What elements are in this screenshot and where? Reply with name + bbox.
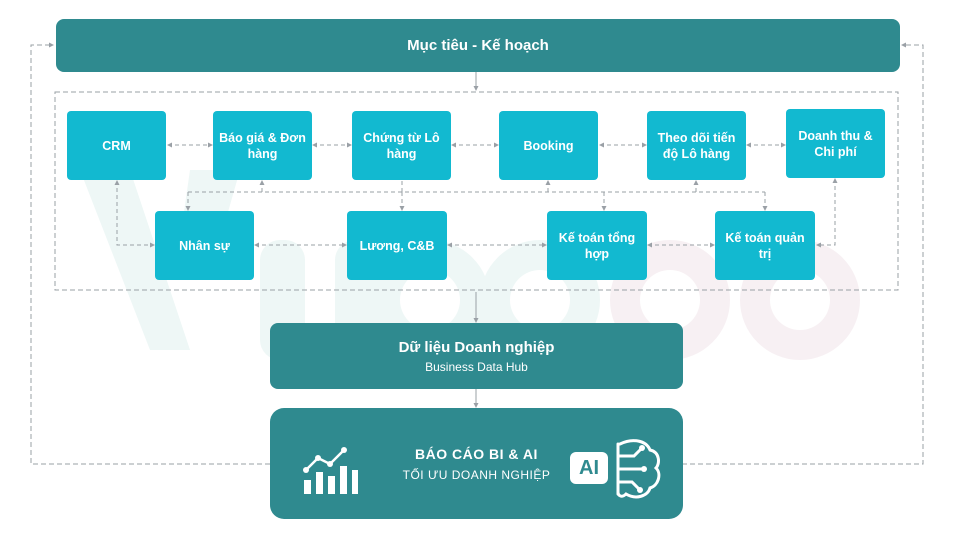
- module-quote-order-label: Báo giá & Đơn hàng: [219, 130, 306, 161]
- hub-title: Dữ liệu Doanh nghiệp: [398, 338, 555, 356]
- bi-ai-report-panel: BÁO CÁO BI & AI TỐI ƯU DOANH NGHIỆP AI: [270, 408, 683, 519]
- module-general-accounting-label: Kế toán tổng hợp: [558, 230, 636, 261]
- module-shipment-tracking-label: Theo dõi tiến độ Lô hàng: [657, 130, 736, 161]
- brain-circuit-icon: [616, 439, 661, 499]
- module-booking-label: Booking: [523, 138, 574, 153]
- module-revenue-cost: Doanh thu & Chi phí: [786, 109, 885, 178]
- module-hr: Nhân sự: [155, 211, 254, 280]
- module-revenue-cost-label: Doanh thu & Chi phí: [798, 128, 873, 159]
- module-shipment-tracking: Theo dõi tiến độ Lô hàng: [647, 111, 746, 180]
- module-shipment-vouchers-label: Chứng từ Lô hàng: [363, 130, 440, 161]
- module-payroll-label: Lương, C&B: [359, 238, 435, 253]
- hub-subtitle: Business Data Hub: [425, 359, 528, 374]
- report-subtitle: TỐI ƯU DOANH NGHIỆP: [402, 467, 551, 482]
- goals-plan-bar: Mục tiêu - Kế hoạch: [56, 19, 900, 72]
- module-payroll: Lương, C&B: [347, 211, 447, 280]
- goals-plan-label: Mục tiêu - Kế hoạch: [407, 37, 549, 54]
- module-crm-label: CRM: [102, 138, 131, 153]
- bar-chart-trend-icon: [303, 447, 358, 494]
- report-title: BÁO CÁO BI & AI: [415, 445, 538, 462]
- module-booking: Booking: [499, 111, 598, 180]
- module-crm: CRM: [67, 111, 166, 180]
- module-management-accounting: Kế toán quản trị: [715, 211, 815, 280]
- module-shipment-vouchers: Chứng từ Lô hàng: [352, 111, 451, 180]
- module-management-accounting-label: Kế toán quản trị: [725, 230, 805, 261]
- module-hr-label: Nhân sự: [179, 238, 230, 253]
- business-data-hub: Dữ liệu Doanh nghiệp Business Data Hub: [270, 323, 683, 389]
- ai-badge: AI: [570, 452, 608, 484]
- module-quote-order: Báo giá & Đơn hàng: [213, 111, 312, 180]
- ai-brain-icon: AI: [570, 438, 666, 500]
- module-general-accounting: Kế toán tổng hợp: [547, 211, 647, 280]
